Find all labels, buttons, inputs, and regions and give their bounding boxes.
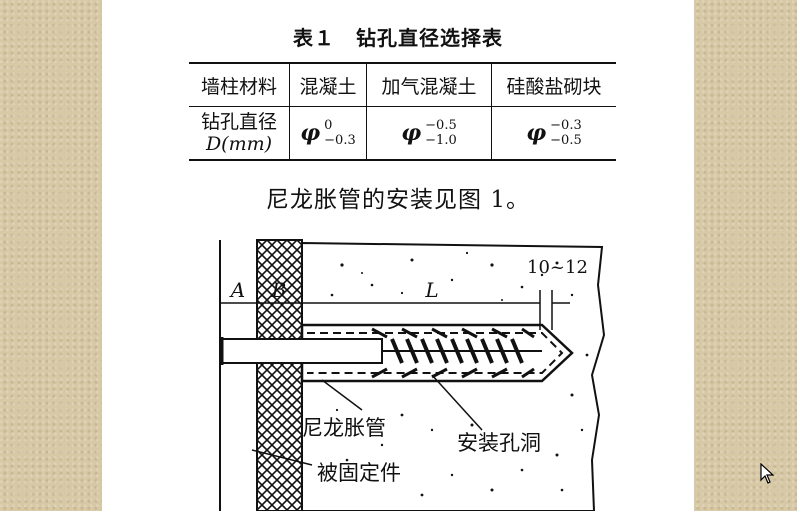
plaster-layer <box>256 239 303 511</box>
anchor-installation-figure: A B L 10~12 尼龙胀管 安装孔洞 被固定件 <box>219 239 606 511</box>
mouse-pointer-icon <box>760 463 775 484</box>
table-cell: φ 0−0.3 <box>289 106 367 160</box>
dimension-a: A <box>229 278 245 302</box>
figure-reference-caption: 尼龙胀管的安装见图 1。 <box>266 187 530 213</box>
tolerance-upper: −0.3 <box>550 118 582 133</box>
header-cell: 混凝土 <box>289 63 367 107</box>
tolerance-lower: −0.3 <box>324 133 356 148</box>
label-install-hole: 安装孔洞 <box>457 431 541 455</box>
leader-lines <box>251 374 483 466</box>
phi-symbol: φ <box>526 120 547 146</box>
anchor-teeth <box>371 327 535 379</box>
header-cell: 墙柱材料 <box>189 63 290 107</box>
document-page: 表１ 钻孔直径选择表 墙柱材料 混凝土 加气混凝土 硅酸盐砌块 钻孔直径 D(m… <box>102 0 694 511</box>
screw-thread <box>390 338 524 364</box>
label-fixed-part: 被固定件 <box>317 461 401 485</box>
row-label-name: 钻孔直径 <box>200 111 277 133</box>
row-label: 钻孔直径 D(mm) <box>189 106 290 160</box>
table-cell: φ −0.5−1.0 <box>366 106 492 160</box>
nylon-anchor <box>307 332 564 374</box>
tolerance-lower: −0.5 <box>550 133 582 148</box>
drill-diameter-table: 墙柱材料 混凝土 加气混凝土 硅酸盐砌块 钻孔直径 D(mm) φ 0−0.3 … <box>189 62 616 161</box>
concrete-texture <box>330 251 589 497</box>
label-nylon-anchor: 尼龙胀管 <box>302 416 386 440</box>
table-title: 表１ 钻孔直径选择表 <box>293 26 503 50</box>
header-cell: 加气混凝土 <box>366 63 492 107</box>
row-label-unit: D(mm) <box>205 133 273 155</box>
table-cell: φ −0.3−0.5 <box>491 106 616 160</box>
tolerance-upper: −0.5 <box>425 118 457 133</box>
dimension-gap: 10~12 <box>527 257 588 278</box>
phi-symbol: φ <box>401 120 422 146</box>
tolerance-lower: −1.0 <box>425 133 457 148</box>
dimension-lines <box>219 273 570 330</box>
screw-shank <box>221 338 383 364</box>
table-row: 钻孔直径 D(mm) φ 0−0.3 φ −0.5−1.0 φ −0.3−0.5 <box>189 106 616 160</box>
header-cell: 硅酸盐砌块 <box>491 63 616 107</box>
dimension-b: B <box>271 278 287 302</box>
tolerance-upper: 0 <box>324 118 333 133</box>
phi-symbol: φ <box>300 120 321 146</box>
table-header-row: 墙柱材料 混凝土 加气混凝土 硅酸盐砌块 <box>189 63 616 107</box>
dimension-l: L <box>424 278 438 302</box>
